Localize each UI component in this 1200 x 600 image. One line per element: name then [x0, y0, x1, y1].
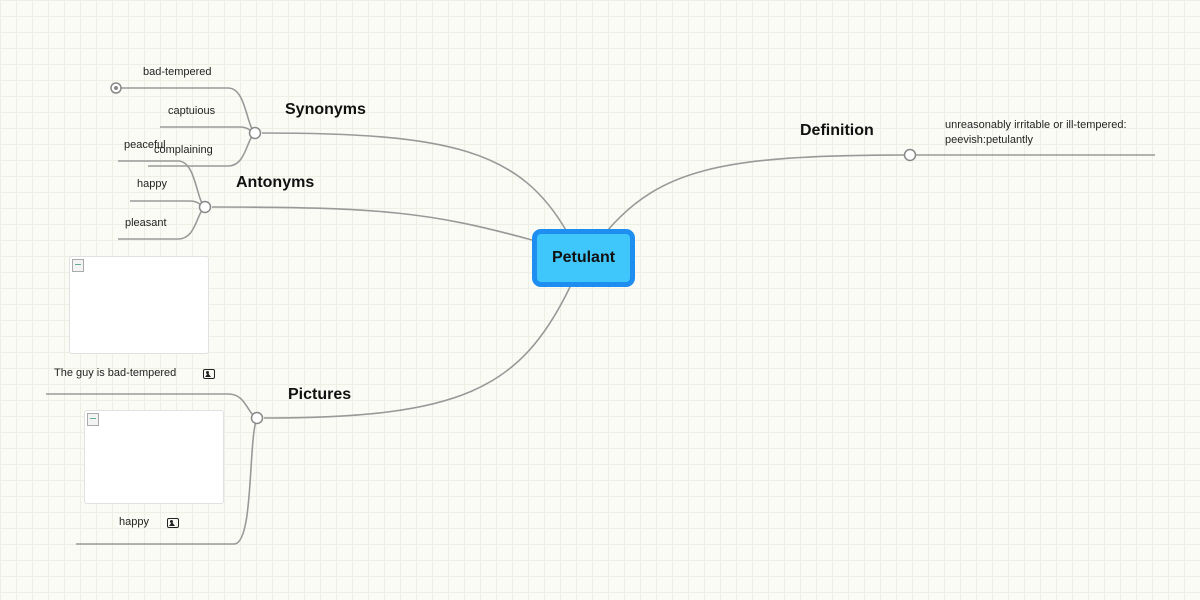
synonym-item[interactable]: bad-tempered	[143, 66, 212, 78]
picture-image-2[interactable]	[84, 410, 224, 504]
broken-image-icon	[72, 259, 84, 272]
central-topic[interactable]: Petulant	[532, 229, 635, 287]
antonym-line-2	[130, 200, 206, 208]
definition-text-line-1: unreasonably irritable or ill-tempered:	[945, 119, 1127, 131]
synonyms-topic[interactable]: Synonyms	[285, 101, 366, 118]
picture-image-1[interactable]	[69, 256, 209, 354]
synonyms-collapse-node	[248, 126, 262, 140]
picture-caption[interactable]: The guy is bad-tempered	[54, 367, 177, 379]
connector-synonyms	[261, 132, 568, 233]
antonym-item[interactable]: happy	[137, 178, 167, 190]
definition-topic[interactable]: Definition	[800, 122, 874, 139]
pictures-topic[interactable]: Pictures	[288, 386, 352, 403]
synonym-line-2	[160, 126, 256, 134]
synonym-item[interactable]: complaining	[154, 144, 213, 156]
image-icon[interactable]	[167, 518, 179, 528]
definition-text-line-2: peevish:petulantly	[945, 134, 1034, 146]
broken-image-icon	[87, 413, 99, 426]
pictures-collapse-node	[250, 411, 264, 425]
connector-pictures	[263, 286, 571, 419]
central-topic-label: Petulant	[551, 249, 616, 266]
picture-line-2	[76, 417, 258, 545]
synonym-item[interactable]: captuious	[168, 105, 216, 117]
antonym-item[interactable]: peaceful	[124, 139, 166, 151]
connector-antonyms	[211, 206, 533, 241]
picture-caption[interactable]: happy	[119, 516, 149, 528]
antonyms-collapse-node	[198, 200, 212, 214]
antonym-item[interactable]: pleasant	[125, 217, 167, 229]
image-icon[interactable]	[203, 369, 215, 379]
connector-definition	[606, 154, 905, 232]
antonyms-topic[interactable]: Antonyms	[236, 174, 315, 191]
definition-collapse-node	[903, 148, 917, 162]
